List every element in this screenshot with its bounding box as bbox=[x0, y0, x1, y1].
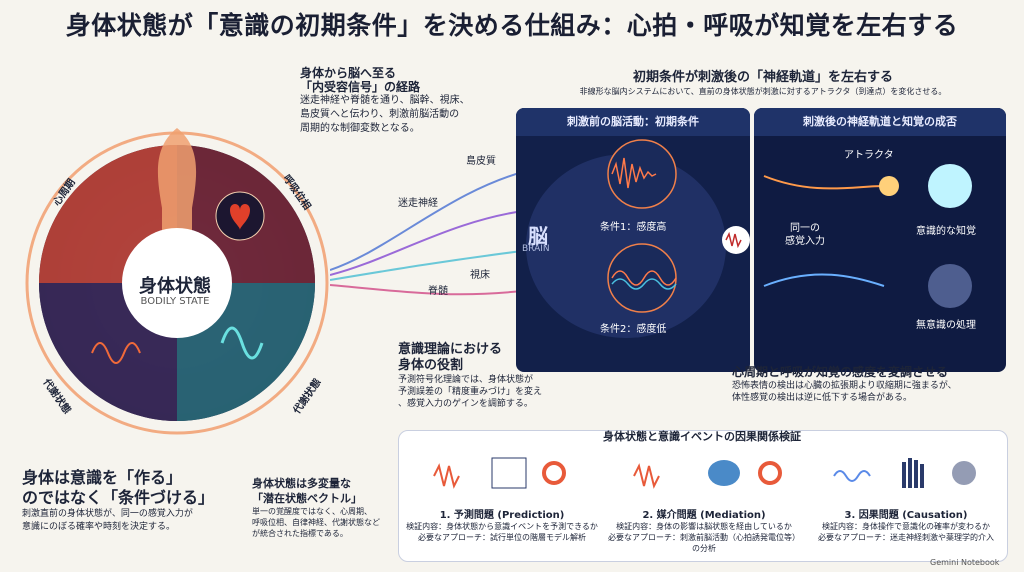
causal-item-prediction: 1. 予測問題 (Prediction) 検証内容：身体状態から意識イベントを予… bbox=[406, 510, 598, 542]
cond2-label: 条件2：感度低 bbox=[600, 324, 667, 335]
path-vagus: 迷走神経 bbox=[398, 198, 438, 209]
initial-cond-desc: 非線形な脳内システムにおいて、直前の身体状態が刺激に対するアトラクタ（到達点）を… bbox=[579, 87, 947, 96]
path-insula: 島皮質 bbox=[466, 156, 496, 167]
causal-icons bbox=[433, 457, 976, 489]
brain-label: 脳 bbox=[528, 224, 548, 248]
causal-header: 身体状態と意識イベントの因果関係検証 bbox=[603, 430, 801, 443]
conscious-label: 意識的な知覚 bbox=[916, 226, 976, 237]
brain-waves bbox=[526, 139, 750, 338]
path-thalamus: 視床 bbox=[470, 270, 490, 281]
post-stimulus-header: 刺激後の神経軌道と知覚の成否 bbox=[754, 108, 1006, 136]
modulation-block: 心周期と呼吸が知覚の感度を変調させる 恐怖表情の検出は心臓の拡張期より収縮期に強… bbox=[732, 365, 957, 403]
footer-brand: Gemini Notebook bbox=[930, 558, 1000, 567]
initial-cond-title: 初期条件が刺激後の「神経軌道」を左右する bbox=[632, 70, 893, 85]
pre-stimulus-header: 刺激前の脳活動：初期条件 bbox=[516, 108, 750, 136]
unconscious-label: 無意識の処理 bbox=[916, 320, 976, 331]
path-spinal: 脊髄 bbox=[428, 286, 448, 297]
cond1-label: 条件1：感度高 bbox=[600, 222, 667, 233]
post-stimulus-panel: 刺激後の神経軌道と知覚の成否 bbox=[754, 108, 1006, 372]
brain-en-label: BRAIN bbox=[522, 244, 550, 254]
multivariate-block: 身体状態は多変量な 「潜在状態ベクトル」 単一の覚醒度ではなく、心周期、 呼吸位… bbox=[252, 477, 380, 538]
interoception-block: 身体から脳へ至る 「内受容信号」の経路 迷走神経や脊髄を通り、脳幹、視床、 島皮… bbox=[300, 66, 470, 134]
trajectory-graphic bbox=[763, 164, 972, 308]
theory-block: 意識理論における 身体の役割 予測符号化理論では、身体状態が 予測誤差の「精度重… bbox=[398, 342, 543, 409]
causal-box bbox=[398, 430, 1008, 562]
causal-item-causation: 3. 因果問題 (Causation) 検証内容：身体操作で意識化の確率が変わる… bbox=[818, 510, 994, 542]
page-title: 身体状態が「意識の初期条件」を決める仕組み：心拍・呼吸が知覚を左右する bbox=[65, 11, 959, 40]
condition-block: 身体は意識を「作る」 のではなく「条件づける」 刺激直前の身体状態が、同一の感覚… bbox=[22, 468, 215, 532]
attractor-label: アトラクタ bbox=[844, 150, 894, 161]
same-input-label: 同一の 感覚入力 bbox=[785, 223, 825, 247]
nerve-paths bbox=[330, 169, 530, 296]
body-state-label: 身体状態 bbox=[139, 276, 211, 297]
body-state-sub: BODILY STATE bbox=[140, 296, 210, 307]
causal-item-mediation: 2. 媒介問題 (Mediation) 検証内容：身体の影響は脳状態を経由してい… bbox=[608, 510, 800, 553]
body-state-circle bbox=[25, 128, 329, 435]
